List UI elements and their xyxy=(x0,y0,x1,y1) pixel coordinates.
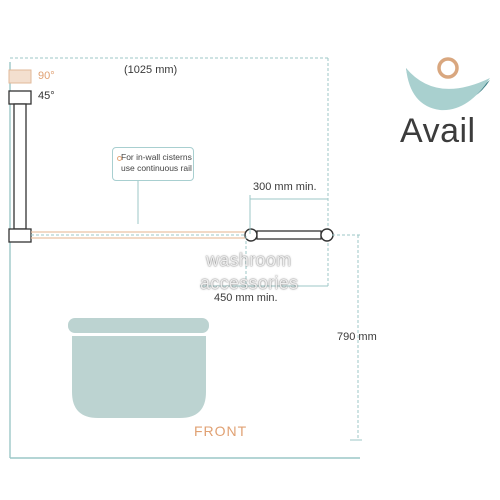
rail-45-box xyxy=(8,90,32,105)
angle-90-label: 90° xyxy=(38,70,55,82)
dimension-790-label: 790 mm xyxy=(337,331,377,343)
watermark-line-1: washroom xyxy=(206,250,292,270)
note-line-1: For in-wall cisterns xyxy=(121,152,192,162)
rail-right-flange xyxy=(320,228,334,242)
dimension-300-min-label: 300 mm min. xyxy=(253,181,317,193)
note-line-2: use continuous rail xyxy=(121,163,192,173)
note-bullet-icon xyxy=(117,156,122,161)
toilet-bowl xyxy=(72,336,206,418)
rail-bottom-bracket xyxy=(8,228,32,243)
dimension-1025-label: (1025 mm) xyxy=(124,64,178,76)
front-label: FRONT xyxy=(194,423,248,439)
dimension-450-min-label: 450 mm min. xyxy=(214,292,278,304)
continuous-rail-note: For in-wall cisterns use continuous rail xyxy=(112,147,194,181)
grab-rail-bar xyxy=(256,230,322,240)
rail-left-flange xyxy=(244,228,258,242)
toilet-seat-lid xyxy=(68,318,209,333)
rail-90-box xyxy=(8,69,32,84)
vertical-rail xyxy=(13,103,27,230)
brand-name: Avail xyxy=(400,112,476,150)
angle-45-label: 45° xyxy=(38,90,55,102)
watermark-line-2: accessories xyxy=(200,273,299,293)
brand-logo-mark xyxy=(406,57,490,111)
